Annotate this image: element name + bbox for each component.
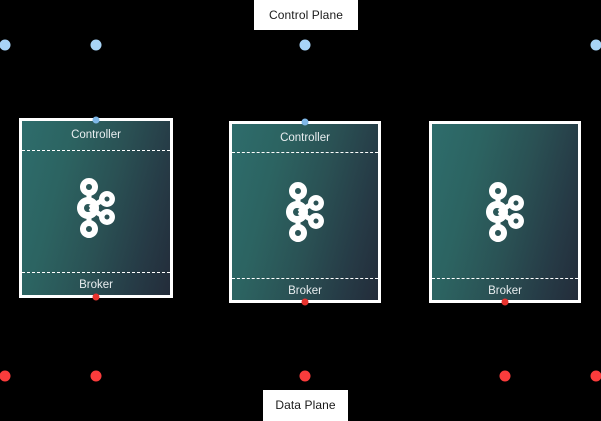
data-plane-endpoint-dot <box>590 370 601 382</box>
kafka-node[interactable]: Broker <box>429 121 581 303</box>
control-plane-label: Control Plane <box>254 0 358 30</box>
broker-port-dot <box>501 298 509 306</box>
control-plane-endpoint-dot <box>0 39 11 51</box>
control-plane-endpoint-dot <box>299 39 311 51</box>
controller-port-dot <box>301 118 309 126</box>
data-plane-label: Data Plane <box>263 390 348 421</box>
broker-divider <box>432 278 578 279</box>
broker-port-dot <box>92 293 100 301</box>
data-plane-endpoint-dot <box>90 370 102 382</box>
kafka-node[interactable]: Controller Broker <box>229 121 381 303</box>
data-plane-endpoint-dot <box>499 370 511 382</box>
control-plane-endpoint-dot <box>590 39 601 51</box>
broker-divider <box>232 278 378 279</box>
apache-kafka-logo <box>76 178 115 238</box>
controller-section-label: Controller <box>280 132 330 144</box>
controller-port-dot <box>92 116 100 124</box>
broker-port-dot <box>301 298 309 306</box>
kafka-node[interactable]: Controller Broker <box>19 118 173 298</box>
controller-divider <box>232 152 378 153</box>
controller-divider <box>22 150 170 151</box>
apache-kafka-logo <box>285 182 324 242</box>
control-plane-endpoint-dot <box>90 39 102 51</box>
controller-section-label: Controller <box>71 129 121 141</box>
broker-section-label: Broker <box>288 285 322 297</box>
broker-section-label: Broker <box>79 279 113 291</box>
data-plane-endpoint-dot <box>299 370 311 382</box>
apache-kafka-logo <box>485 182 524 242</box>
broker-divider <box>22 272 170 273</box>
data-plane-endpoint-dot <box>0 370 11 382</box>
broker-section-label: Broker <box>488 285 522 297</box>
